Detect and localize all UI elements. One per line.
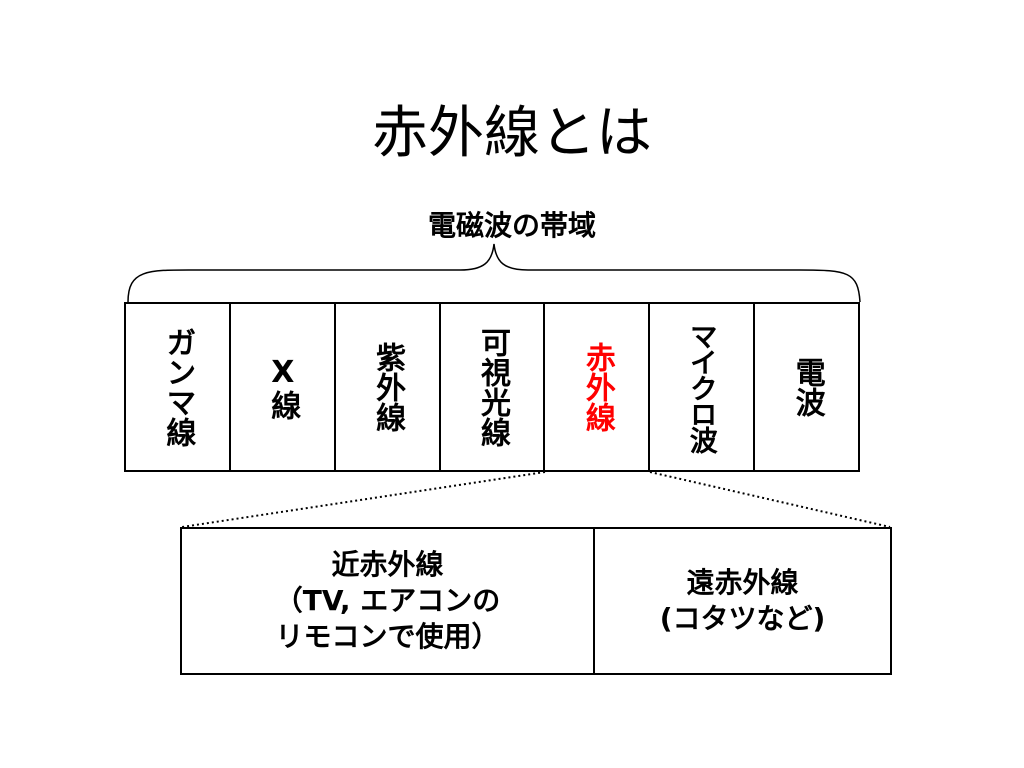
band-label: ガンマ線 (160, 327, 196, 447)
slide-title: 赤外線とは (372, 101, 652, 166)
near-infrared-title: 近赤外線 (331, 548, 444, 581)
band-radio-wave: 電波 (755, 304, 858, 470)
band-visible-light: 可視光線 (441, 304, 546, 470)
band-label: マイクロ波 (685, 322, 719, 452)
near-infrared-usage-line-2: リモコンで使用） (275, 620, 500, 653)
spectrum-brace (127, 243, 861, 303)
band-label: 電波 (789, 357, 825, 417)
far-infrared-cell: 遠赤外線 (コタツなど) (595, 529, 890, 673)
far-infrared-title: 遠赤外線 (686, 566, 799, 599)
infrared-breakdown-table: 近赤外線 （TV, エアコンの リモコンで使用） 遠赤外線 (コタツなど) (180, 527, 892, 675)
band-caption: 電磁波の帯域 (427, 209, 596, 242)
band-label: 紫外線 (370, 342, 406, 432)
band-infrared: 赤外線 (545, 304, 651, 470)
band-gamma-ray: ガンマ線 (126, 304, 231, 470)
band-x-ray: X線 (231, 304, 336, 470)
band-label: X線 (265, 354, 301, 420)
band-microwave: マイクロ波 (650, 304, 756, 470)
near-infrared-usage-line-1: （TV, エアコンの (274, 584, 501, 617)
near-infrared-cell: 近赤外線 （TV, エアコンの リモコンで使用） (182, 529, 595, 673)
spectrum-bands: ガンマ線 X線 紫外線 可視光線 赤外線 マイクロ波 電波 (124, 302, 860, 472)
far-infrared-usage: (コタツなど) (659, 602, 826, 635)
band-ultraviolet: 紫外線 (336, 304, 441, 470)
band-label: 可視光線 (475, 327, 510, 447)
band-label-highlighted: 赤外線 (579, 342, 615, 432)
zoom-line-left (181, 471, 546, 528)
zoom-line-right (649, 471, 891, 528)
